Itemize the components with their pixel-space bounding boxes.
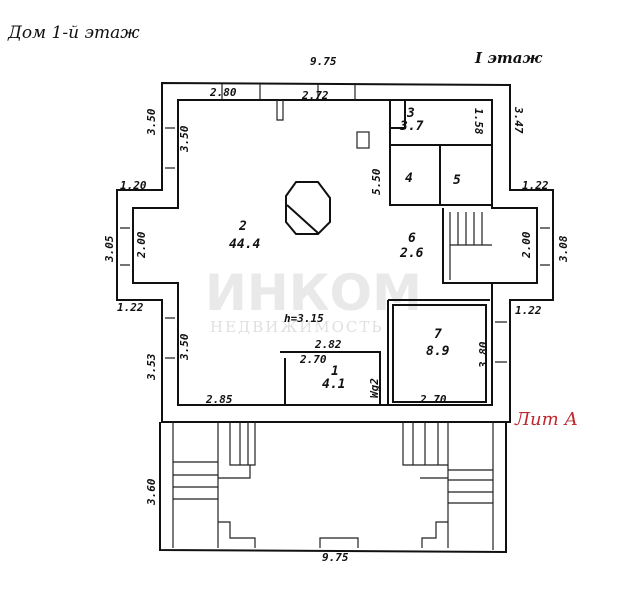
dimension-labels: 9.75 9.75 2.80 2.72 3.50 3.50 1.58 3.47 … [103, 55, 570, 564]
walls [116, 81, 554, 554]
dim-left-step-bottom: 1.22 [117, 301, 144, 314]
room-2-number: 2 [238, 219, 247, 234]
dim-left-step-top: 1.20 [120, 179, 147, 192]
dim-right-step-top: 1.22 [522, 179, 549, 192]
dim-room7-bottom: 2.70 [419, 393, 447, 406]
room-4-number: 4 [405, 171, 413, 186]
lit-stamp: Лит А [514, 409, 578, 430]
room-1-number: 1 [331, 364, 339, 379]
plan-title: Дом 1-й этаж [7, 23, 140, 43]
watermark-subtitle: НЕДВИЖИМОСТЬ [210, 318, 384, 336]
dim-top-left: 2.80 [209, 86, 237, 99]
dim-room7-side: 3.80 [477, 341, 490, 369]
dim-porch-depth: 3.60 [145, 478, 158, 506]
room-2-area: 44.4 [229, 237, 260, 252]
dim-left-lower-outer: 3.53 [145, 353, 158, 381]
room-3-number: 3 [406, 106, 415, 121]
room-7-area: 8.9 [426, 344, 450, 359]
dim-left-bay-outer: 3.05 [103, 235, 116, 263]
dim-right-upper: 3.47 [512, 106, 525, 134]
room-5-number: 5 [453, 173, 461, 188]
closet-label: Wg2 [368, 378, 381, 398]
floor-label: I этаж [474, 49, 543, 67]
room-6-area: 2.6 [399, 246, 424, 261]
dim-room3-side: 1.58 [472, 108, 485, 135]
dim-bottom-left: 2.85 [205, 393, 233, 406]
dim-room1-inner: 2.70 [299, 353, 327, 366]
dim-bottom-total: 9.75 [322, 551, 349, 564]
dim-right-bay-inner: 2.00 [520, 231, 533, 259]
watermark-brand: ИНКОМ [205, 264, 422, 322]
dim-left-lower-inner: 3.50 [178, 333, 191, 361]
dim-hall-depth: 5.50 [370, 168, 383, 195]
dim-left-upper-outer: 3.50 [145, 108, 158, 136]
room-7-number: 7 [434, 327, 442, 342]
room-3-area: 3.7 [399, 119, 424, 134]
room-1-area: 4.1 [322, 377, 345, 392]
ceiling-height: h=3.15 [284, 312, 324, 325]
dim-left-upper-inner: 3.50 [178, 125, 191, 153]
dim-right-bay-outer: 3.08 [557, 235, 570, 263]
dim-top-total: 9.75 [310, 55, 337, 68]
dim-right-step-bottom: 1.22 [515, 304, 542, 317]
dim-room1-top: 2.82 [314, 338, 342, 351]
room-6-number: 6 [408, 231, 416, 246]
dim-top-mid: 2.72 [301, 89, 329, 102]
dim-left-bay-inner: 2.00 [135, 231, 148, 259]
room-labels: 1 4.1 2 44.4 3 3.7 4 5 6 2.6 7 8.9 h=3.1… [229, 106, 461, 398]
